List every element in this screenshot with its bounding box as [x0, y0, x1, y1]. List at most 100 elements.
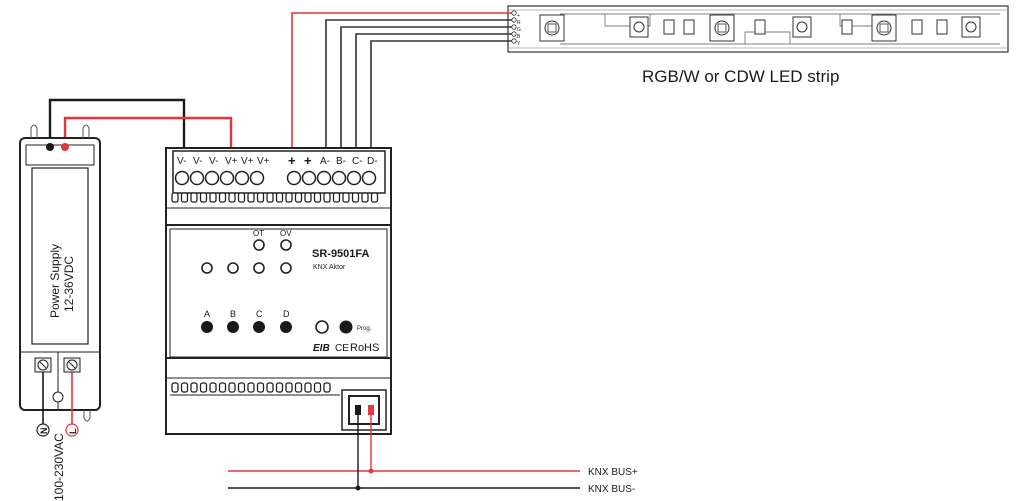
vent-slot [171, 192, 179, 203]
psu-wire-negative [48, 98, 186, 160]
strip-wire-b [340, 26, 514, 160]
vent-slot [351, 192, 360, 203]
strip-pin-plus: + [517, 13, 520, 19]
psu-terminal-positive [61, 143, 69, 151]
led-chip [539, 14, 565, 42]
status-led [201, 262, 213, 274]
channel-label-d: D [283, 309, 290, 319]
model-subtitle: KNX Aktor [313, 264, 346, 271]
psu-output-voltage: 12-36VDC [62, 256, 76, 312]
psu-wire-positive [63, 116, 233, 160]
line-symbol: L [68, 428, 78, 434]
vent-slot [323, 192, 331, 203]
vent-slot [313, 382, 322, 393]
vent-slot [332, 192, 341, 203]
vent-slot [342, 192, 350, 203]
vent-slot [228, 382, 236, 393]
vent-slot [180, 192, 189, 203]
terminal-label: V+ [225, 156, 238, 167]
prog-label: Prog. [357, 326, 372, 332]
terminal-screw [174, 170, 190, 186]
led-package [961, 16, 981, 38]
prog-button[interactable] [339, 320, 353, 334]
led-package [629, 16, 649, 38]
neutral-terminal-icon [36, 423, 50, 437]
prog-led [315, 320, 329, 334]
vent-slot [361, 192, 369, 203]
vent-slot [275, 382, 284, 393]
vent-slot [256, 382, 265, 393]
strip-wires [291, 10, 517, 160]
channel-b-button[interactable] [227, 321, 239, 333]
vent-slot [171, 382, 179, 393]
bottom-vent-slots [171, 382, 331, 393]
led-chip [709, 14, 735, 42]
vent-slot [294, 192, 303, 203]
status-led [227, 262, 239, 274]
led-chip [871, 14, 897, 42]
terminal-screws [174, 170, 377, 186]
strip-pin-g: G [517, 27, 521, 33]
vent-slot [370, 192, 379, 203]
channel-label-a: A [204, 309, 210, 319]
vent-slot [304, 192, 312, 203]
ce-mark: CE [335, 343, 349, 354]
vent-slot [247, 382, 255, 393]
vent-slot [199, 192, 208, 203]
indicator-label-ov: OV [280, 229, 292, 238]
terminal-label: D- [367, 156, 378, 167]
terminal-screw [316, 170, 332, 186]
strip-pin-b: B [517, 34, 521, 40]
ac-input-voltage: 100-230VAC [52, 433, 66, 501]
vent-slot [285, 382, 293, 393]
psu-name: Power Supply [48, 244, 62, 318]
terminal-screw [234, 170, 250, 186]
vent-slot [275, 192, 284, 203]
vent-slot [313, 192, 322, 203]
channel-a-button[interactable] [201, 321, 213, 333]
terminal-screw [219, 170, 235, 186]
vent-slot [228, 192, 236, 203]
channel-label-c: C [256, 309, 263, 319]
vent-slot [180, 382, 189, 393]
psu-ac-terminal [34, 357, 52, 373]
strip-pin-r: R [517, 20, 521, 26]
vent-slot [199, 382, 208, 393]
controller: V- V- V- V+ V+ V+ + + A- B- C- D- OT OV … [165, 147, 392, 435]
resistor [754, 19, 853, 35]
vent-slot [285, 192, 293, 203]
strip-wire-plus [291, 12, 514, 160]
psu-terminal-negative [46, 143, 54, 151]
indicator-label-ot: OT [253, 229, 264, 238]
channel-c-button[interactable] [253, 321, 265, 333]
strip-wire-d [370, 40, 514, 160]
vent-slot [323, 382, 331, 393]
led-strip: + R G B Y RG [507, 5, 1009, 86]
channel-d-button[interactable] [280, 321, 292, 333]
terminal-label: B- [336, 156, 346, 167]
status-led [280, 262, 292, 274]
strip-wire-c [355, 33, 514, 160]
terminal-label: C- [352, 156, 363, 167]
terminal-screw [346, 170, 362, 186]
strip-pin-labels: + R G B Y [517, 13, 521, 47]
vent-slot [190, 382, 198, 393]
terminal-screw [189, 170, 205, 186]
terminal-label: V+ [241, 156, 254, 167]
strip-wire-a [325, 19, 514, 160]
terminal-screw [331, 170, 347, 186]
terminal-screw [249, 170, 265, 186]
psu-body [19, 137, 101, 411]
led-strip-caption: RGB/W or CDW LED strip [642, 67, 839, 86]
vent-slot [247, 192, 255, 203]
terminal-screw [204, 170, 220, 186]
model-name: SR-9501FA [312, 248, 370, 260]
vent-slot [237, 382, 246, 393]
knx-bus: KNX BUS+ KNX BUS- [228, 410, 638, 495]
vent-slot [266, 192, 274, 203]
knx-bus-plus-label: KNX BUS+ [588, 467, 638, 478]
terminal-label: + [304, 153, 312, 168]
ov-indicator-led [280, 239, 292, 251]
top-vent-slots [171, 192, 379, 203]
